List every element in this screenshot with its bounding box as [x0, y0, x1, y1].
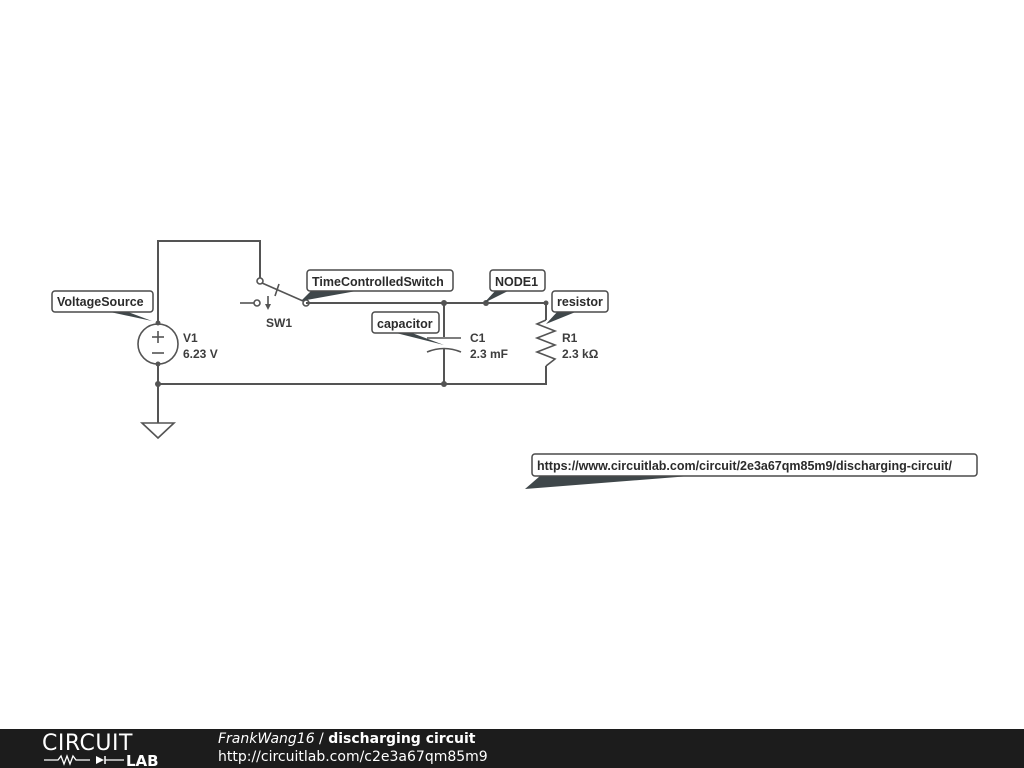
tag-time-controlled-switch[interactable]: TimeControlledSwitch: [301, 269, 454, 301]
footer-bar: CIRCUIT LAB: [0, 729, 1024, 768]
v1-ref-label: V1: [183, 331, 198, 345]
tag-capacitor-label: capacitor: [377, 317, 433, 331]
switch-sw1[interactable]: [240, 277, 310, 310]
c1-ref-label: C1: [470, 331, 486, 345]
voltage-source-v1[interactable]: [137, 323, 179, 365]
tag-source-url-label: https://www.circuitlab.com/circuit/2e3a6…: [537, 459, 952, 473]
title-separator: /: [314, 731, 329, 747]
sw1-ref-label: SW1: [266, 316, 292, 330]
v1-value-label: 6.23 V: [183, 347, 218, 361]
c1-value-label: 2.3 mF: [470, 347, 508, 361]
circuit-schematic: V1 6.23 V SW1 C1 2.3 mF R1 2.3 kΩ Voltag…: [51, 240, 978, 489]
logo-circuit-text: CIRCUIT: [42, 731, 133, 756]
circuitlab-logo[interactable]: CIRCUIT LAB: [0, 729, 200, 768]
footer-short-url[interactable]: http://circuitlab.com/c2e3a67qm85m9: [218, 749, 488, 765]
logo-resistor-icon: [44, 754, 90, 766]
capacitor-c1[interactable]: [426, 337, 462, 353]
circuit-title[interactable]: discharging circuit: [328, 731, 476, 747]
tag-voltage-source-label: VoltageSource: [57, 295, 144, 309]
r1-ref-label: R1: [562, 331, 578, 345]
tag-time-controlled-switch-label: TimeControlledSwitch: [312, 275, 444, 289]
tag-node1-label: NODE1: [495, 275, 538, 289]
r1-value-label: 2.3 kΩ: [562, 347, 599, 361]
wires: [157, 240, 547, 423]
logo-lab-text: LAB: [126, 752, 159, 768]
resistor-r1[interactable]: [534, 319, 558, 367]
tag-source-url[interactable]: https://www.circuitlab.com/circuit/2e3a6…: [525, 453, 978, 489]
tag-resistor[interactable]: resistor: [546, 290, 609, 324]
logo-diode-icon: [96, 756, 104, 764]
author-link[interactable]: FrankWang16: [218, 731, 315, 747]
ground-symbol: [139, 422, 177, 440]
junction-dots: [155, 300, 549, 387]
footer-title-line: FrankWang16 / discharging circuit: [218, 730, 488, 748]
tag-capacitor[interactable]: capacitor: [371, 311, 444, 345]
tag-voltage-source[interactable]: VoltageSource: [51, 290, 154, 321]
footer-info: FrankWang16 / discharging circuit http:/…: [218, 730, 488, 766]
tag-resistor-label: resistor: [557, 295, 603, 309]
tag-node1[interactable]: NODE1: [484, 269, 546, 303]
